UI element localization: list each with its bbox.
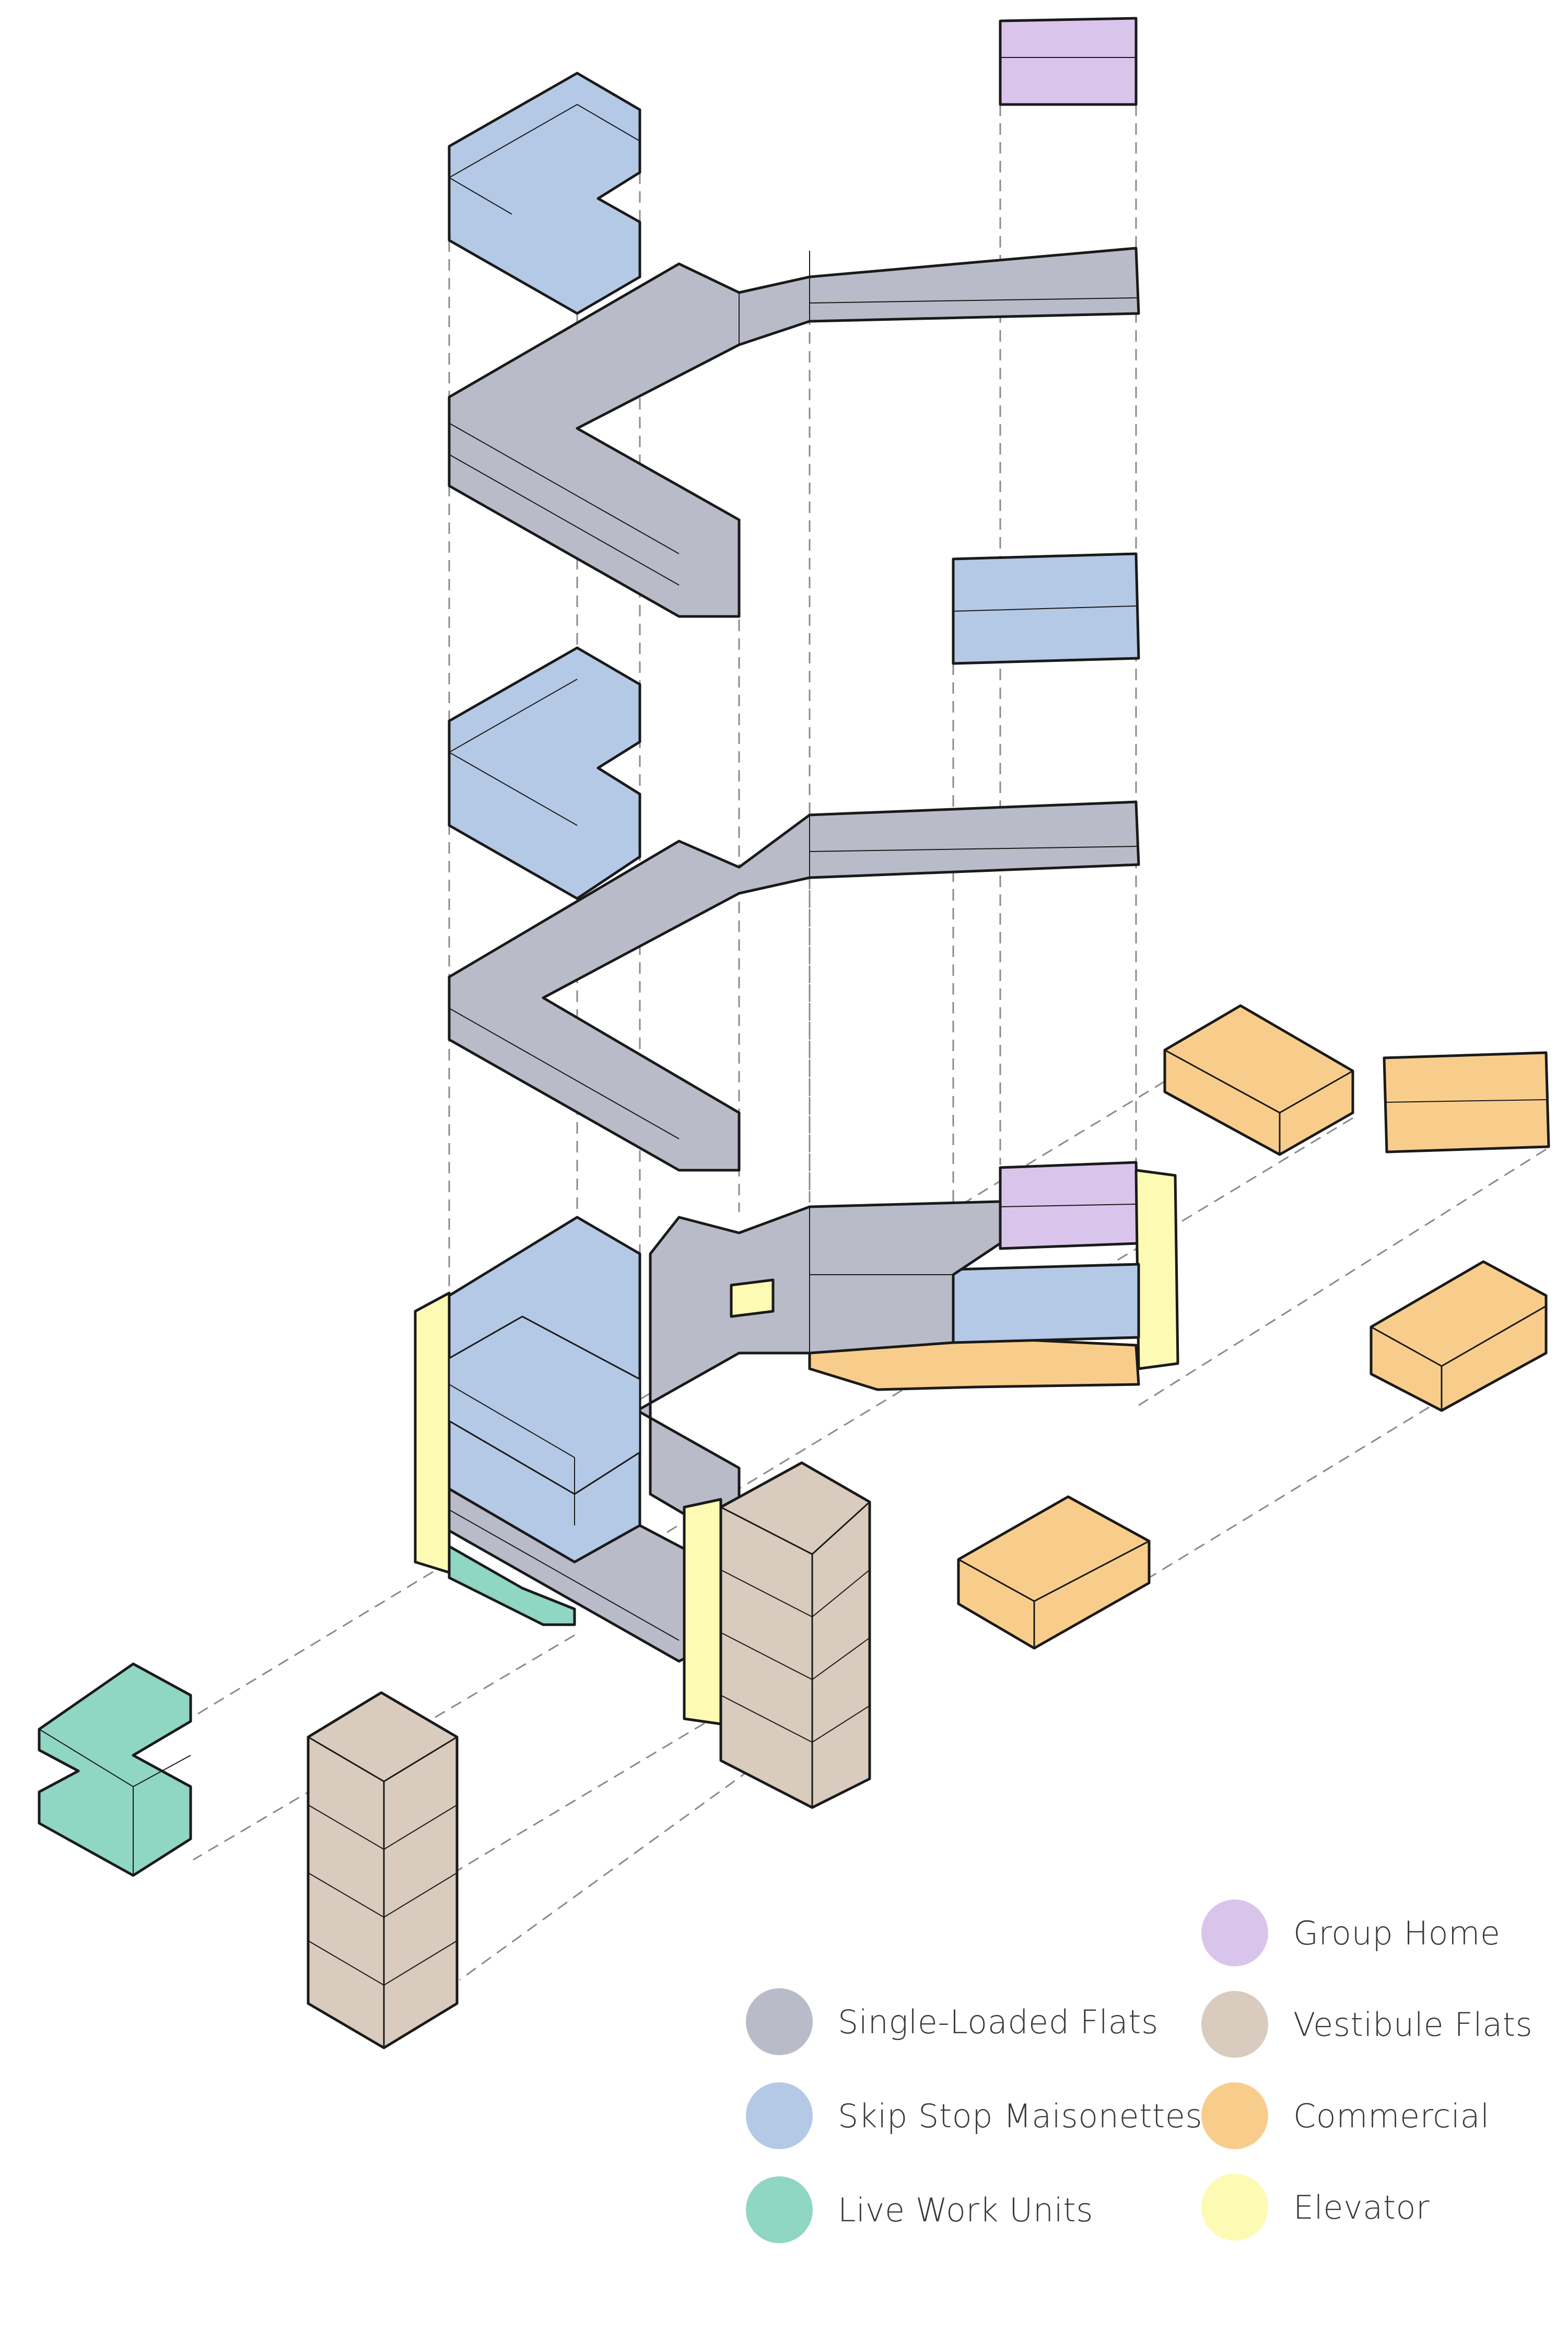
legend-swatch xyxy=(1201,1991,1268,2058)
legend-swatch xyxy=(746,2176,813,2243)
legend-item-commercial: Commercial xyxy=(1201,2074,1490,2158)
legend-item-live-work-units: Live Work Units xyxy=(746,2168,1093,2252)
commercial-block-3 xyxy=(1371,1262,1546,1411)
skip-stop-top-block xyxy=(449,73,640,313)
legend-item-group-home: Group Home xyxy=(1201,1891,1501,1975)
legend-label: Live Work Units xyxy=(838,2191,1093,2229)
group-home-top-block xyxy=(1000,18,1136,104)
skip-stop-mid-right-block xyxy=(953,554,1139,663)
commercial-block-2 xyxy=(1384,1053,1549,1152)
legend-swatch xyxy=(746,1988,813,2055)
legend-item-skip-stop-maisonettes: Skip Stop Maisonettes xyxy=(746,2074,1202,2158)
legend-swatch xyxy=(1201,1899,1268,1966)
legend-label: Single-Loaded Flats xyxy=(838,2003,1159,2041)
commercial-block-1 xyxy=(1165,1006,1353,1155)
building-volumes xyxy=(39,18,1549,2048)
legend-label: Skip Stop Maisonettes xyxy=(838,2097,1202,2135)
legend-swatch xyxy=(1201,2082,1268,2149)
commercial-block-4 xyxy=(958,1497,1149,1648)
legend-item-elevator: Elevator xyxy=(1201,2165,1430,2249)
legend-item-single-loaded-flats: Single-Loaded Flats xyxy=(746,1980,1159,2064)
legend-label: Elevator xyxy=(1293,2188,1430,2227)
legend-swatch xyxy=(1201,2174,1268,2241)
legend-swatch xyxy=(746,2082,813,2149)
vestibule-tower-exploded xyxy=(308,1693,457,2048)
skip-stop-mid-block xyxy=(449,648,640,899)
live-work-exploded xyxy=(39,1664,191,1875)
legend-label: Vestibule Flats xyxy=(1293,2006,1532,2044)
legend-label: Group Home xyxy=(1293,1914,1501,1952)
legend-item-vestibule-flats: Vestibule Flats xyxy=(1201,1983,1532,2066)
legend-label: Commercial xyxy=(1293,2097,1490,2135)
vestibule-tower-main xyxy=(721,1463,870,1808)
